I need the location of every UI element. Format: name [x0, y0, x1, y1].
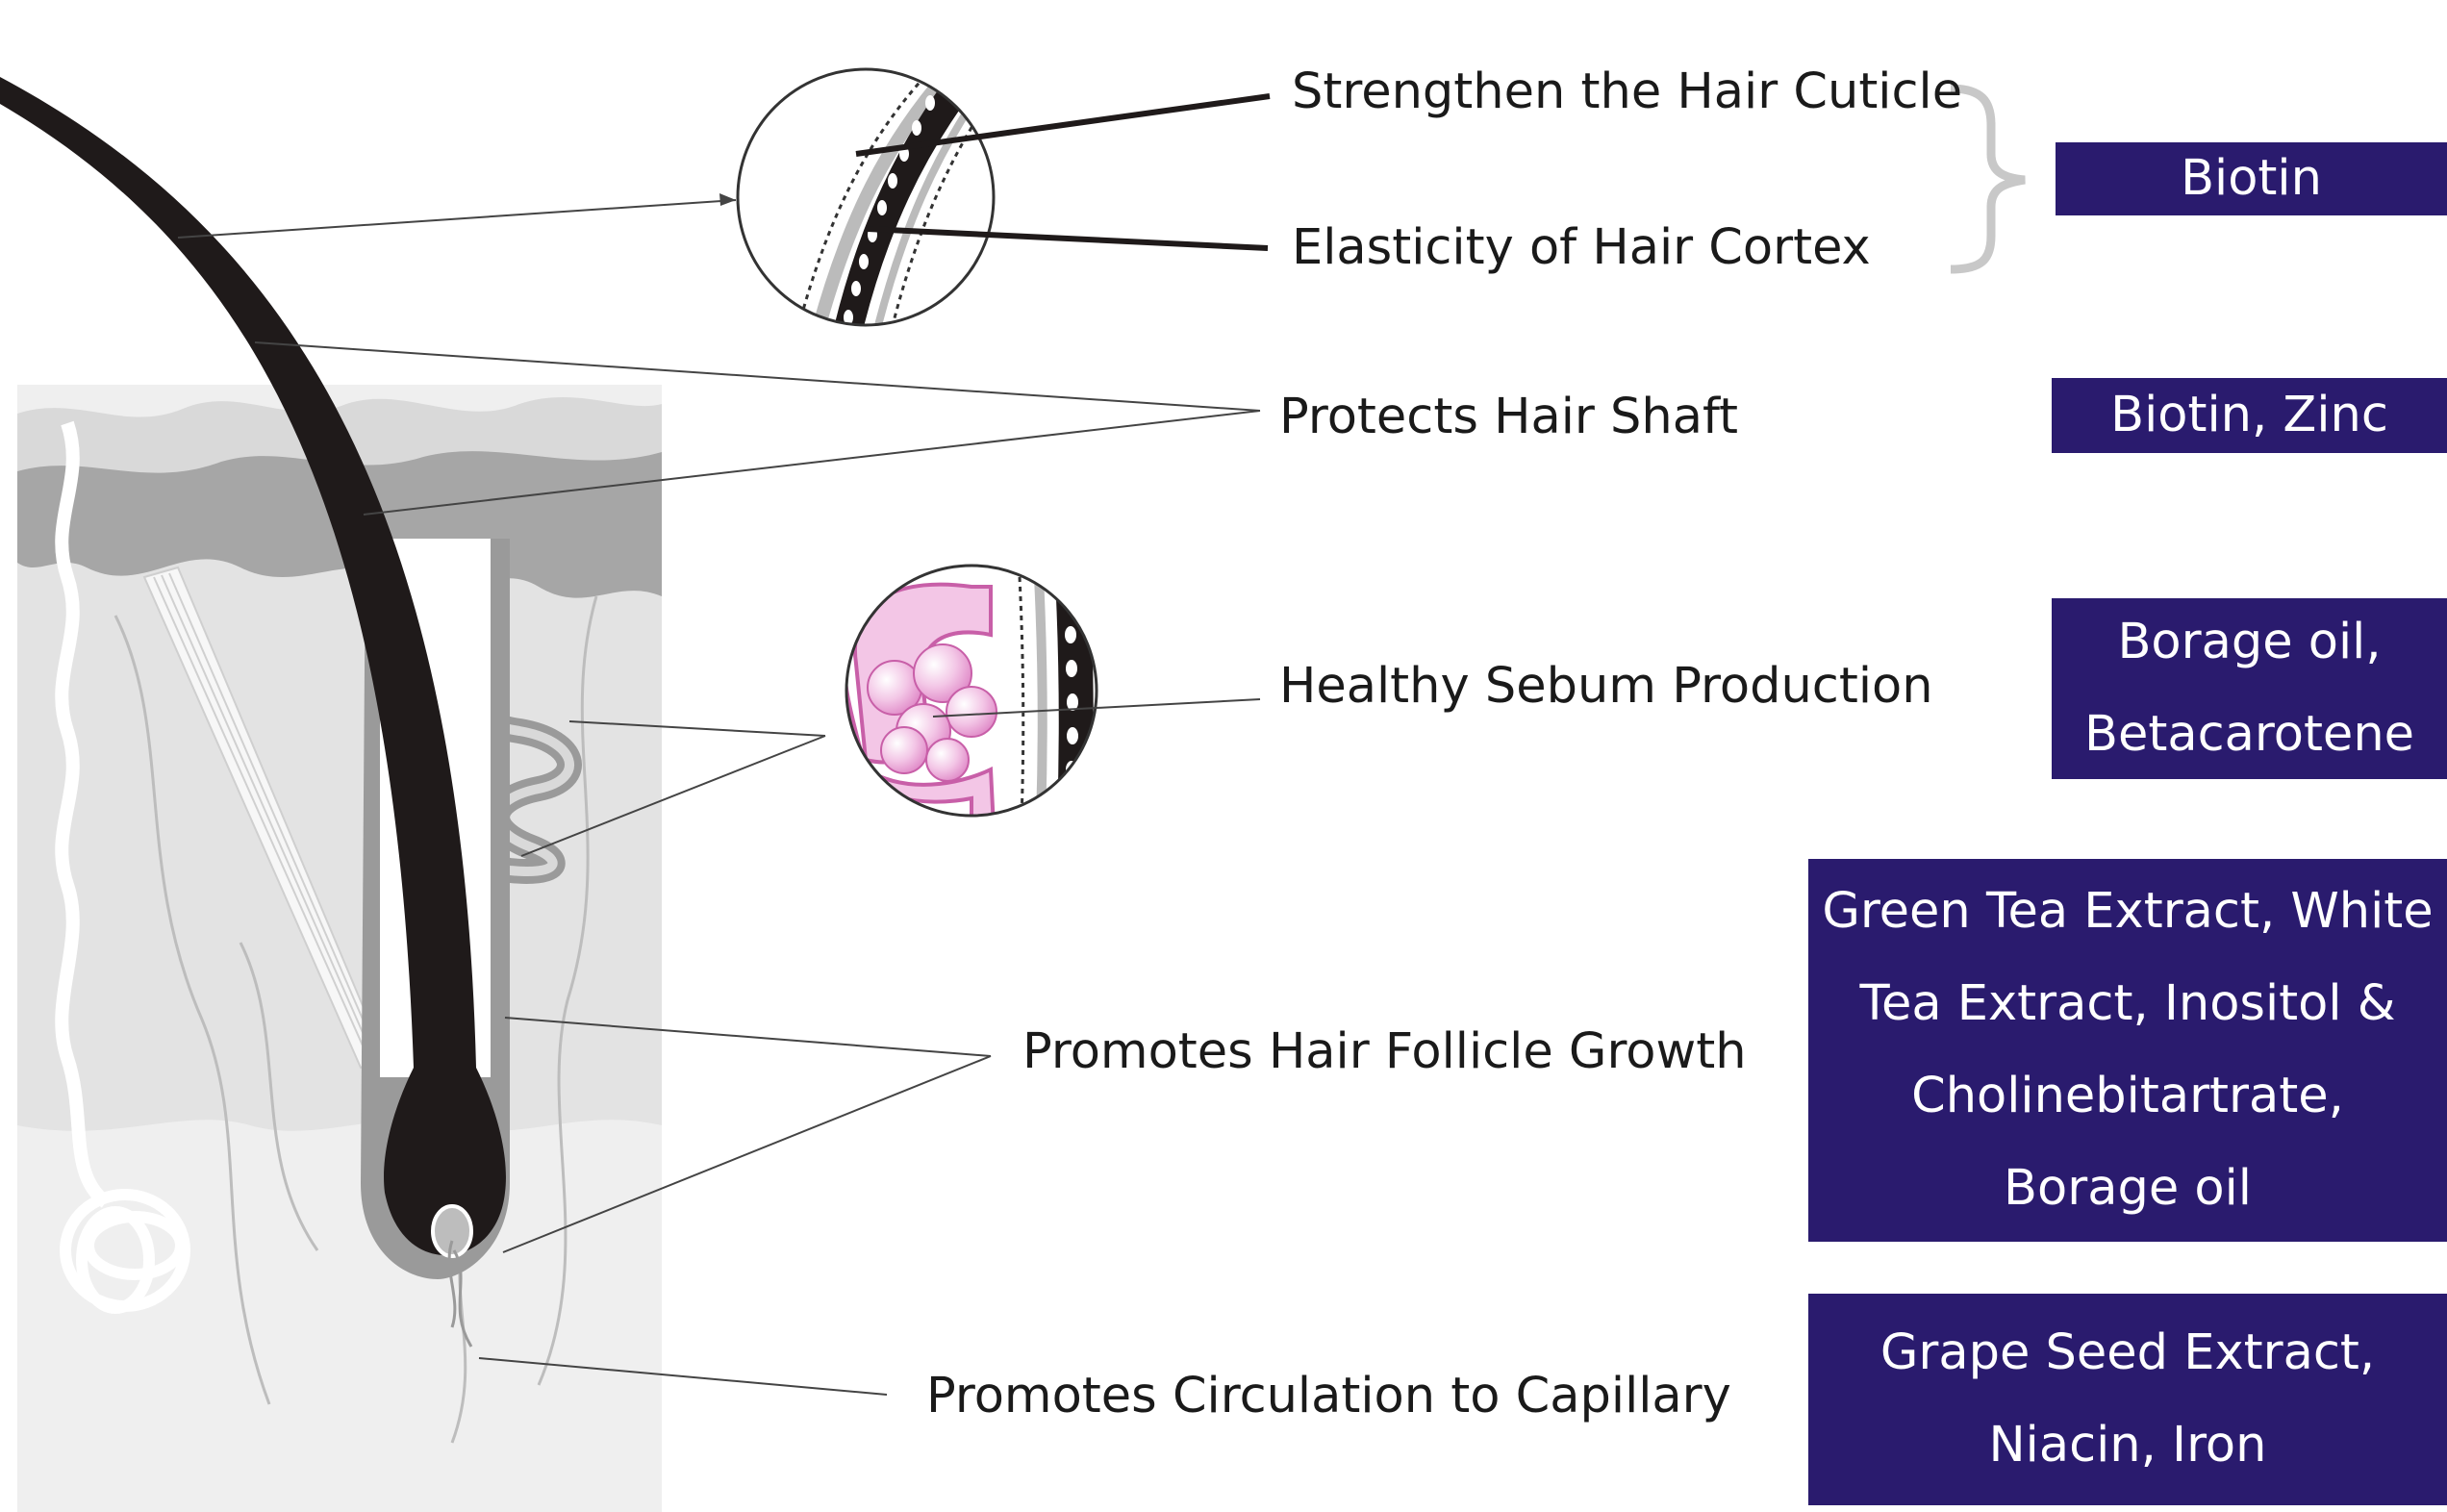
ingredient-line: Cholinebitartrate,	[1911, 1050, 2344, 1143]
ingredient-line: Niacin, Iron	[1989, 1399, 2267, 1492]
ingredient-line: Grape Seed Extract,	[1880, 1307, 2375, 1399]
ingredient-line: Betacarotene	[2084, 689, 2414, 781]
label-elasticity-cortex: Elasticity of Hair Cortex	[1292, 223, 1871, 272]
cuticle-magnifier	[738, 58, 1020, 337]
label-healthy-sebum: Healthy Sebum Production	[1279, 662, 1933, 711]
label-strengthen-cuticle: Strengthen the Hair Cuticle	[1292, 67, 1962, 116]
ingredient-line: Borage oil,	[2117, 596, 2381, 689]
label-follicle-growth: Promotes Hair Follicle Growth	[1022, 1027, 1747, 1076]
ingredient-line: Green Tea Extract, White	[1822, 866, 2433, 958]
ingredient-box-tea: Green Tea Extract, White Tea Extract, In…	[1808, 859, 2447, 1242]
ingredient-box-borage: Borage oil, Betacarotene	[2052, 598, 2447, 779]
ingredient-line: Biotin, Zinc	[2110, 369, 2388, 462]
label-circulation-capillary: Promotes Circulation to Capillary	[926, 1372, 1731, 1421]
label-protects-shaft: Protects Hair Shaft	[1279, 392, 1738, 441]
ingredient-line: Biotin	[2181, 133, 2322, 225]
leader-cuticle-magnifier	[178, 200, 736, 238]
dermal-papilla	[433, 1206, 471, 1256]
ingredient-box-biotin: Biotin	[2056, 142, 2447, 215]
ingredient-line: Tea Extract, Inositol &	[1859, 958, 2395, 1050]
ingredient-box-grape: Grape Seed Extract, Niacin, Iron	[1808, 1294, 2447, 1505]
ingredient-box-biotin-zinc: Biotin, Zinc	[2052, 378, 2447, 453]
skin-cross-section	[17, 385, 662, 1512]
ingredient-line: Borage oil	[2004, 1143, 2252, 1235]
